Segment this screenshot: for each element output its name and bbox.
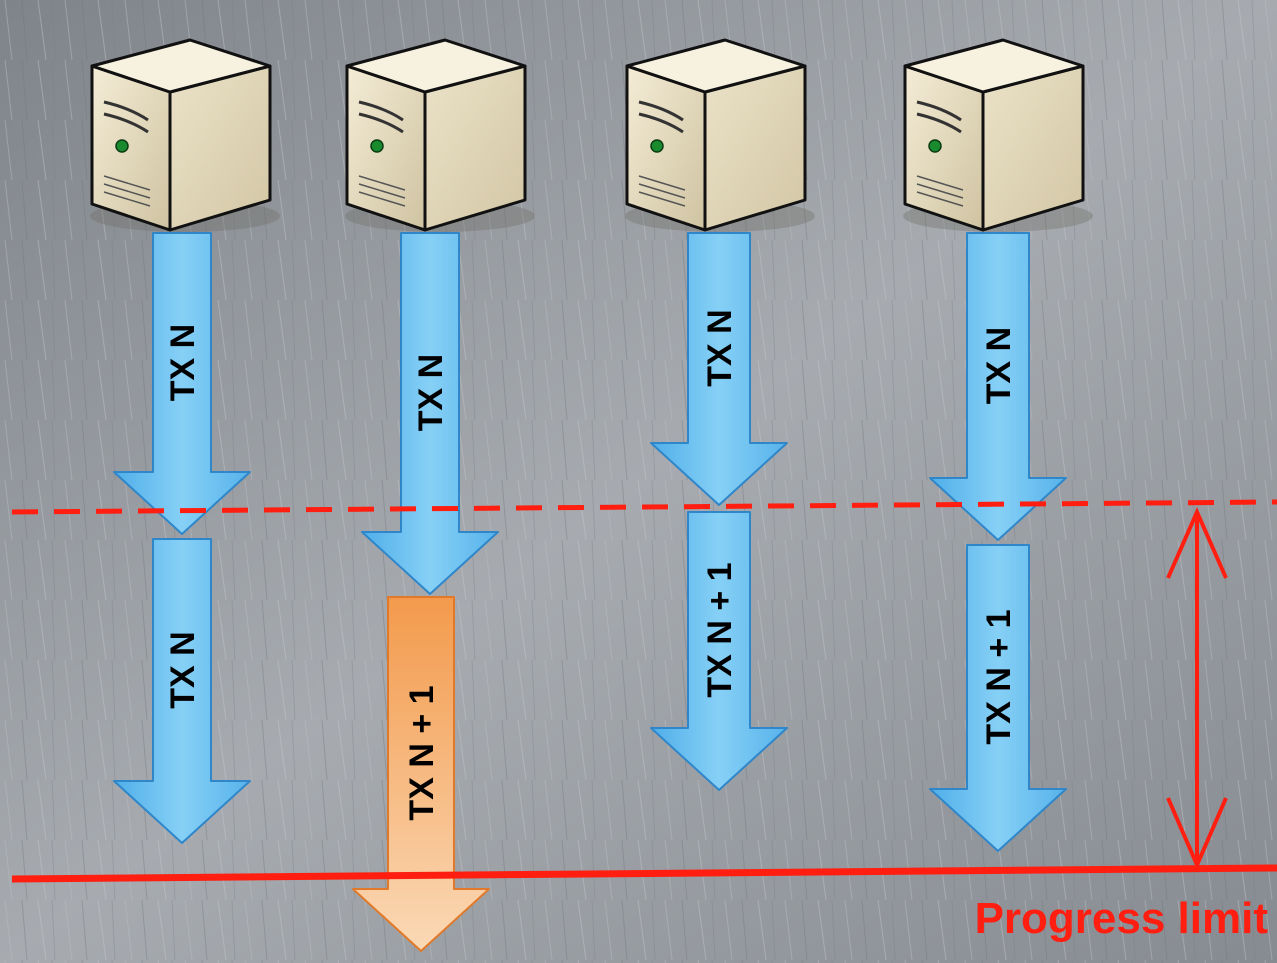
arrow-label: TX N (164, 631, 202, 708)
arrow-blue: TX N + 1 (650, 511, 788, 791)
arrow-blue: TX N (113, 538, 251, 844)
arrow-label: TX N (164, 324, 202, 401)
arrow-blue: TX N (650, 232, 788, 506)
server-icon (345, 38, 535, 232)
arrow-label: TX N + 1 (980, 609, 1018, 744)
arrow-blue: TX N (929, 232, 1067, 541)
arrows: TX N TX N TX N TX N + 1 TX N TX N + 1 TX N TX N… (113, 232, 1067, 952)
arrow-blue: TX N (113, 232, 251, 535)
dashed-sync-line (11, 499, 1277, 515)
arrow-label: TX N (701, 309, 739, 386)
progress-limit-line (11, 864, 1277, 883)
arrow-label: TX N + 1 (403, 685, 441, 820)
servers (90, 38, 1093, 232)
progress-limit-label: Progress limit (975, 894, 1269, 943)
server-icon (625, 38, 815, 232)
arrow-label: TX N + 1 (701, 562, 739, 697)
range-double-arrow-icon (1166, 507, 1228, 871)
arrow-blue: TX N + 1 (929, 544, 1067, 852)
server-icon (903, 38, 1093, 232)
arrow-label: TX N (412, 354, 450, 431)
arrow-label: TX N (980, 327, 1018, 404)
arrow-orange: TX N + 1 (352, 596, 490, 952)
arrow-blue: TX N (361, 232, 499, 595)
server-icon (90, 38, 280, 232)
